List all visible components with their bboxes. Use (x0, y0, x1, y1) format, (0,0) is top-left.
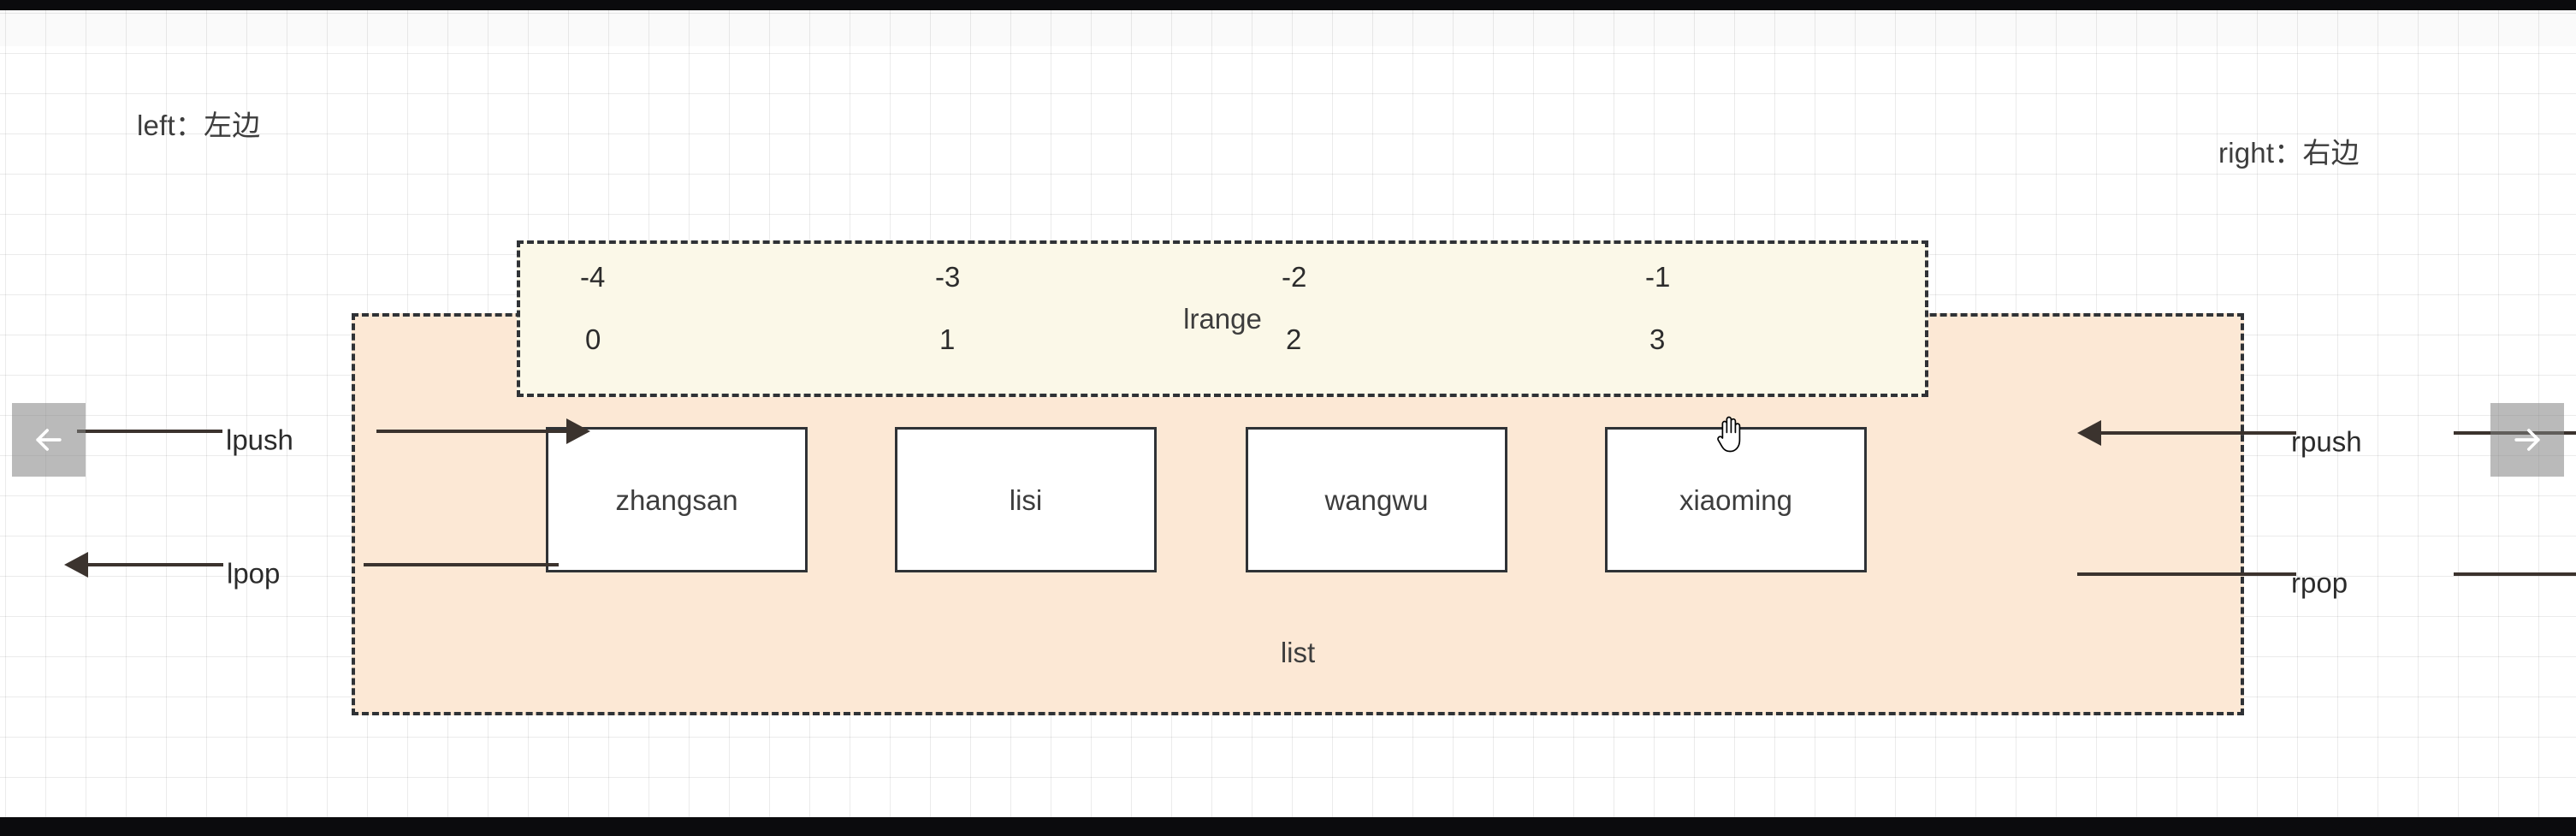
negative-index-3: -1 (1645, 261, 1671, 293)
list-item-label: lisi (1009, 483, 1043, 516)
lrange-caption: lrange (1183, 302, 1262, 335)
rpush-arrowhead (2077, 420, 2101, 446)
lrange-band[interactable]: lrange -4 -3 -2 -1 0 1 2 3 (517, 240, 1928, 397)
browser-chrome-top-edge (0, 0, 2576, 10)
prev-slide-button[interactable] (12, 403, 86, 477)
rpush-line-inner (2101, 431, 2296, 435)
list-item-label: wangwu (1324, 483, 1429, 516)
arrow-left-icon (36, 429, 62, 451)
rpop-line-outer (2454, 572, 2576, 576)
negative-index-0: -4 (580, 261, 606, 293)
list-item[interactable]: lisi (895, 427, 1157, 572)
lpop-line-outer (88, 563, 223, 566)
list-item[interactable]: xiaoming (1605, 427, 1867, 572)
positive-index-3: 3 (1649, 323, 1666, 355)
lpush-label: lpush (226, 424, 293, 456)
list-item[interactable]: wangwu (1246, 427, 1507, 572)
list-item-label: zhangsan (615, 483, 738, 516)
left-annotation: left：左边 (137, 110, 261, 141)
next-slide-button[interactable] (2490, 403, 2564, 477)
lpush-arrowhead (566, 418, 590, 444)
rpop-line-inner (2077, 572, 2296, 576)
rpush-label: rpush (2291, 425, 2362, 458)
lpop-arrowhead (64, 552, 88, 578)
positive-index-0: 0 (585, 323, 601, 355)
lpush-line-outer (77, 430, 222, 433)
negative-index-1: -3 (935, 261, 961, 293)
arrow-right-icon (2514, 429, 2540, 451)
positive-index-1: 1 (939, 323, 956, 355)
browser-chrome-bottom-edge (0, 817, 2576, 836)
lpop-line-inner (364, 563, 559, 566)
list-item[interactable]: zhangsan (546, 427, 808, 572)
diagram-canvas[interactable]: left：左边 right：右边 list lrange -4 -3 -2 -1… (0, 10, 2576, 817)
lpop-label: lpop (227, 557, 281, 590)
positive-index-2: 2 (1286, 323, 1302, 355)
rpop-label: rpop (2291, 566, 2348, 599)
right-annotation: right：右边 (2218, 137, 2360, 169)
list-item-label: xiaoming (1679, 483, 1793, 516)
list-caption: list (1280, 637, 1316, 668)
negative-index-2: -2 (1282, 261, 1307, 293)
lpush-line-inner (376, 430, 566, 433)
